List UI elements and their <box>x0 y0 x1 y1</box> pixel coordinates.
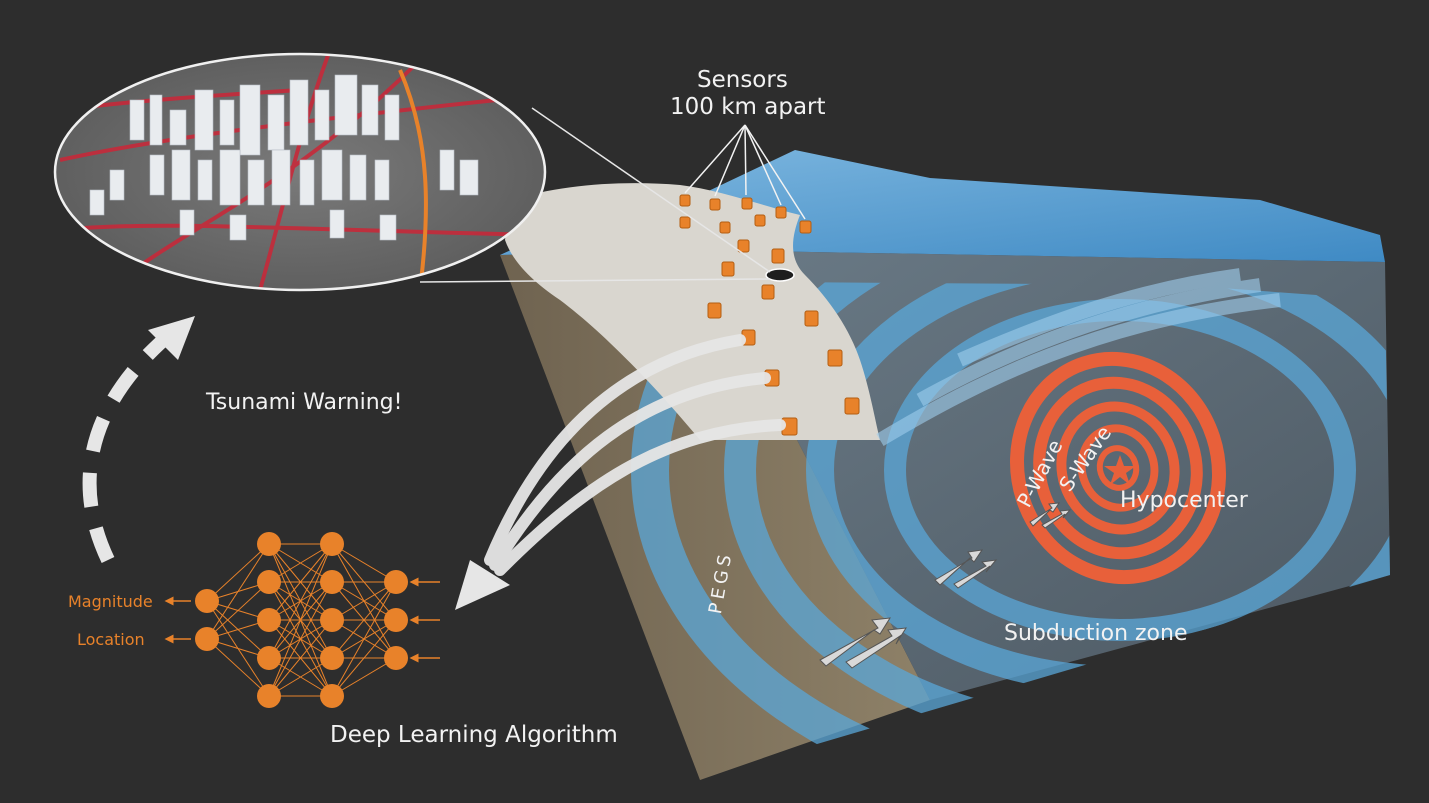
surface-wave-arcs <box>876 268 1281 447</box>
tsunami-warning-label: Tsunami Warning! <box>206 390 403 415</box>
city-zoom-lens <box>53 52 547 292</box>
hypocenter-star-icon <box>1104 455 1136 485</box>
hypocenter-rings <box>1010 351 1226 585</box>
land-mass <box>505 183 880 440</box>
nn-hidden-node <box>257 684 281 708</box>
nn-input-node <box>384 608 408 632</box>
nn-connection <box>331 581 397 659</box>
nn-connection <box>206 543 270 602</box>
nn-connection <box>206 600 270 697</box>
nn-connection <box>268 543 333 697</box>
nn-connection <box>268 581 333 697</box>
nn-connection <box>268 619 333 697</box>
sensors-label-line1: Sensors <box>697 67 788 93</box>
subduction-zone-label: Subduction zone <box>1004 621 1188 646</box>
nn-connection <box>331 543 397 583</box>
nn-connection <box>331 657 397 697</box>
nn-connection <box>331 543 397 659</box>
nn-connection <box>331 619 397 659</box>
nn-output-node <box>195 589 219 613</box>
warning-dashed-arrow <box>82 324 180 563</box>
nn-connection <box>206 600 270 659</box>
nn-input-node <box>384 646 408 670</box>
hypocenter-label: Hypocenter <box>1120 488 1248 513</box>
nn-hidden-node <box>257 532 281 556</box>
nn-hidden-node <box>320 608 344 632</box>
nn-input-node <box>384 570 408 594</box>
nn-connection <box>206 638 270 697</box>
data-flow-arrowhead <box>455 560 510 610</box>
nn-hidden-node <box>257 608 281 632</box>
nn-connection <box>268 657 333 697</box>
nn-output-node <box>195 627 219 651</box>
magnitude-label: Magnitude <box>68 592 153 611</box>
fault-slip-arrows <box>819 502 1072 669</box>
nn-hidden-node <box>320 570 344 594</box>
nn-connection <box>268 543 333 659</box>
location-label: Location <box>77 630 145 649</box>
earth-block <box>500 150 1390 780</box>
zoom-line-lower <box>419 278 771 283</box>
nn-hidden-node <box>320 532 344 556</box>
nn-hidden-node <box>320 684 344 708</box>
warning-arrowhead <box>148 316 195 360</box>
neural-network <box>164 532 440 708</box>
nn-hidden-node <box>257 570 281 594</box>
nn-connection <box>268 543 333 621</box>
sensor-callout-lines <box>684 124 806 220</box>
nn-hidden-node <box>257 646 281 670</box>
sensors-label-line2: 100 km apart <box>670 94 826 120</box>
city-marker <box>765 268 795 282</box>
deep-learning-label: Deep Learning Algorithm <box>330 722 618 748</box>
nn-connection <box>331 543 397 621</box>
zoom-line-upper <box>531 107 771 273</box>
nn-hidden-node <box>320 646 344 670</box>
data-flow-arrows <box>484 334 786 576</box>
nn-connection <box>268 543 333 583</box>
sensor-stations <box>679 194 860 436</box>
